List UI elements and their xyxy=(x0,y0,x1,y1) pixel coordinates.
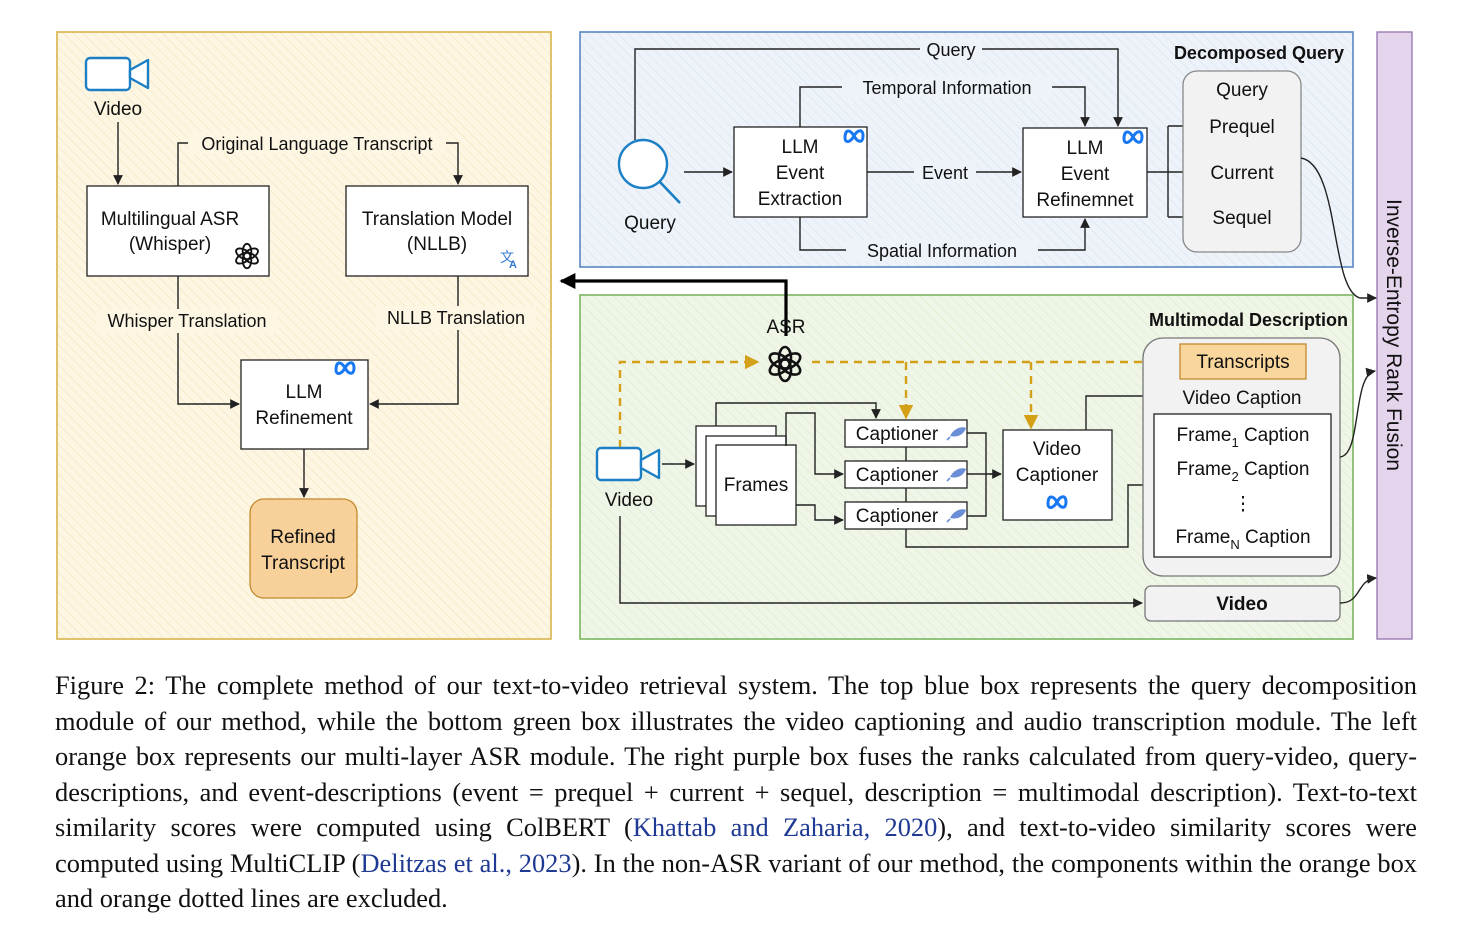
translation-model-label-line2: (NLLB) xyxy=(407,234,467,255)
edge-frame-captions xyxy=(905,480,1153,548)
multimodal-video-label: Video xyxy=(605,490,653,511)
event-refinement-line2: Event xyxy=(1061,164,1110,185)
figure-caption: Figure 2: The complete method of our tex… xyxy=(55,668,1417,917)
search-icon xyxy=(617,138,681,204)
frame-caption-2: Frame2 Caption xyxy=(1177,459,1310,484)
event-extraction-box xyxy=(733,126,868,218)
event-refinement-line3: Refinemnet xyxy=(1036,190,1134,211)
citation-delitzas[interactable]: Delitzas et al., 2023 xyxy=(360,847,572,878)
edge-descriptions-to-fusion xyxy=(1339,367,1376,458)
edge-video-caption xyxy=(1085,391,1163,430)
edge-video-to-fusion xyxy=(1339,574,1377,604)
video-caption-label: Video Caption xyxy=(1182,388,1301,409)
refined-transcript-label-line2: Transcript xyxy=(261,553,345,574)
llm-refinement-box xyxy=(240,359,369,450)
frames-label: Frames xyxy=(724,475,788,496)
caption-text-2: ), and text-to-video similarity scores w… xyxy=(55,812,1417,878)
multilingual-asr-label-line2: (Whisper) xyxy=(129,234,211,255)
event-refinement-line1: LLM xyxy=(1067,138,1104,159)
video-captioner-line1: Video xyxy=(1033,439,1081,460)
edge-frames-to-captioner-2 xyxy=(785,412,844,479)
captioner-label-2: Captioner xyxy=(856,465,939,486)
whisper-translation-label: Whisper Translation xyxy=(107,311,266,331)
query-edge-label: Query xyxy=(926,40,975,60)
edge-frames-to-captioner-3 xyxy=(796,504,844,525)
llm-refinement-label-line1: LLM xyxy=(286,382,323,403)
caption-text-1: Figure 2: The complete method of our tex… xyxy=(55,670,1417,842)
refined-transcript-box xyxy=(249,498,358,599)
edge-video-to-video-output xyxy=(619,516,1143,608)
multilingual-asr-label-line1: Multilingual ASR xyxy=(101,209,239,230)
translate-icon: 文 A xyxy=(500,249,517,271)
translation-model-box xyxy=(345,185,529,277)
frames-box xyxy=(715,444,797,526)
event-extraction-line3: Extraction xyxy=(758,189,842,210)
captioner-label-3: Captioner xyxy=(856,506,939,527)
method-diagram: Video Multilingual ASR (Whisper) Transla… xyxy=(56,31,1413,640)
transcripts-box xyxy=(1179,343,1307,380)
prequel-label: Prequel xyxy=(1209,117,1275,138)
edge-asr-dashed-video xyxy=(618,354,760,448)
frame-captions-box xyxy=(1153,413,1332,558)
frame-caption-n: FrameN Caption xyxy=(1175,527,1310,552)
asr-video-label: Video xyxy=(94,99,142,120)
citation-khattab[interactable]: Khattab and Zaharia, 2020 xyxy=(632,812,938,842)
decomposed-query-title: Decomposed Query xyxy=(1174,43,1344,63)
event-extraction-line1: LLM xyxy=(782,137,819,158)
query-outputs-title: Query xyxy=(1216,80,1268,101)
event-edge-label: Event xyxy=(922,163,968,183)
caption-text-3: ). In the non-ASR variant of our method,… xyxy=(55,847,1417,914)
edge-asr-to-asr-module xyxy=(559,273,788,336)
edge-frames-to-captioner-1 xyxy=(715,402,881,426)
event-extraction-line2: Event xyxy=(776,163,825,184)
nllb-translation-label: NLLB Translation xyxy=(387,308,525,328)
query-icon-label: Query xyxy=(624,213,676,234)
svg-text:文: 文 xyxy=(500,249,514,265)
rank-fusion-label: Inverse-Entropy Rank Fusion xyxy=(1382,199,1405,471)
multimodal-description-title: Multimodal Description xyxy=(1149,310,1348,330)
original-transcript-label: Original Language Transcript xyxy=(201,134,432,154)
refined-transcript-label-line1: Refined xyxy=(270,527,336,548)
query-outputs-box xyxy=(1182,70,1302,253)
captioner-label-1: Captioner xyxy=(856,424,939,445)
translation-model-label-line1: Translation Model xyxy=(362,209,512,230)
llm-refinement-label-line2: Refinement xyxy=(255,408,353,429)
video-captioner-line2: Captioner xyxy=(1016,465,1099,486)
frame-caption-dots: ⋮ xyxy=(1234,494,1253,515)
rank-fusion-panel xyxy=(1376,31,1413,640)
edge-query-top xyxy=(634,48,1123,140)
svg-text:A: A xyxy=(509,259,517,271)
asr-label: ASR xyxy=(766,317,805,338)
sequel-label: Sequel xyxy=(1212,208,1271,229)
multilingual-asr-box xyxy=(86,185,270,277)
frame-caption-1: Frame1 Caption xyxy=(1177,425,1310,450)
transcripts-label: Transcripts xyxy=(1196,352,1289,373)
video-output-label: Video xyxy=(1216,594,1267,615)
spatial-information-label: Spatial Information xyxy=(867,241,1017,261)
temporal-information-label: Temporal Information xyxy=(862,78,1031,98)
edge-query-to-fusion xyxy=(1300,157,1377,303)
edge-refine-to-outputs xyxy=(1147,125,1196,218)
current-label: Current xyxy=(1210,163,1274,184)
